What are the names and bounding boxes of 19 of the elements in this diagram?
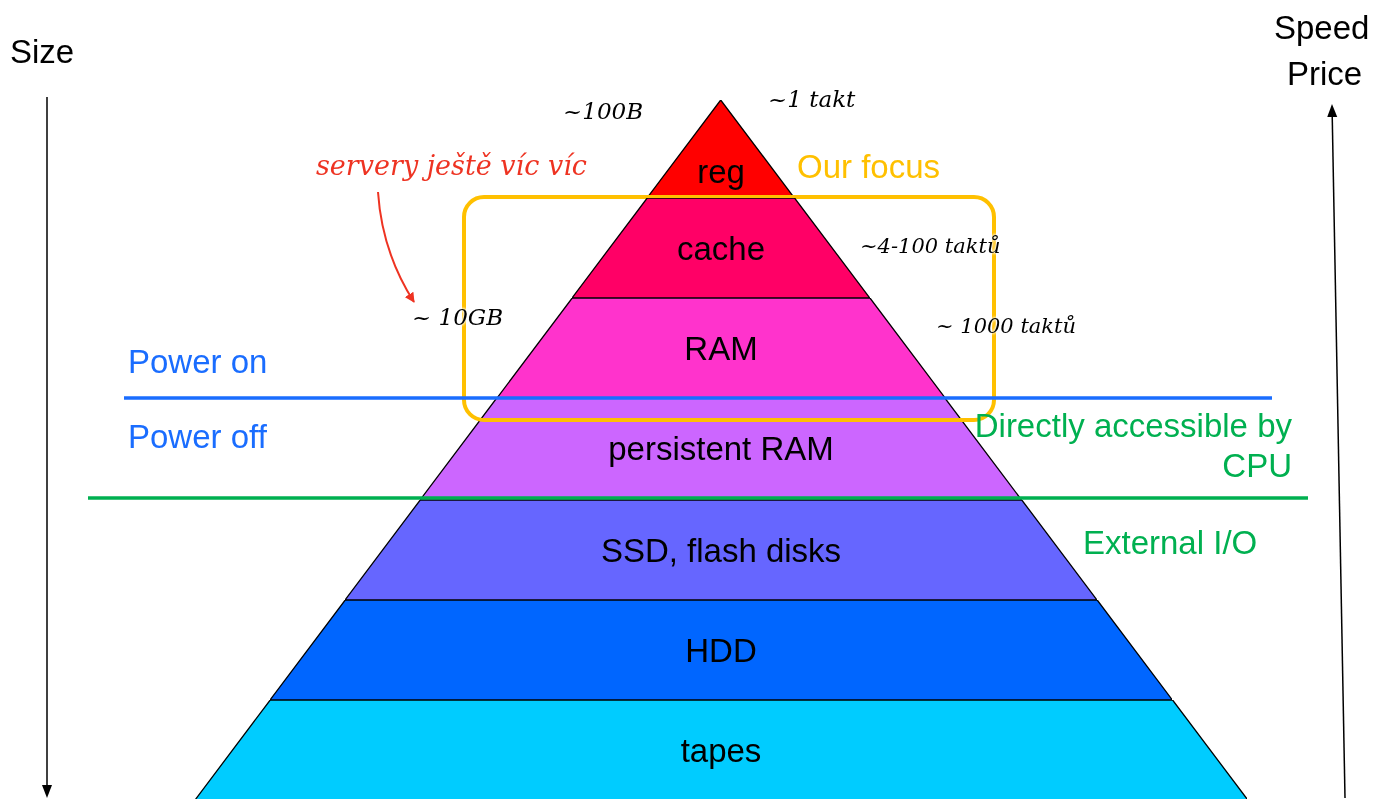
axis-label: Speed — [1274, 8, 1370, 48]
layer-label: reg — [696, 153, 746, 191]
axis-label: Size — [10, 32, 75, 72]
divider-label: Power off — [128, 417, 267, 457]
handwritten-latency: ~1 takt — [768, 86, 856, 114]
layer-label: persistent RAM — [607, 430, 835, 468]
layer-label: RAM — [683, 330, 759, 368]
layer-label: tapes — [679, 732, 763, 770]
handwritten-size: ~100B — [563, 98, 644, 126]
arrow — [377, 191, 415, 303]
focus-heading: Our focus — [797, 147, 941, 187]
divider-label: External I/O — [1083, 523, 1258, 563]
layer-label: HDD — [684, 632, 758, 670]
divider-label: Power on — [128, 342, 268, 382]
axis-label: Price — [1287, 54, 1363, 94]
pyramid-band — [269, 600, 1173, 700]
divider-label: Directly accessible by CPU — [973, 406, 1292, 486]
handwritten-text: servery ještě víc víc — [316, 150, 587, 181]
pyramid-band — [194, 700, 1248, 799]
